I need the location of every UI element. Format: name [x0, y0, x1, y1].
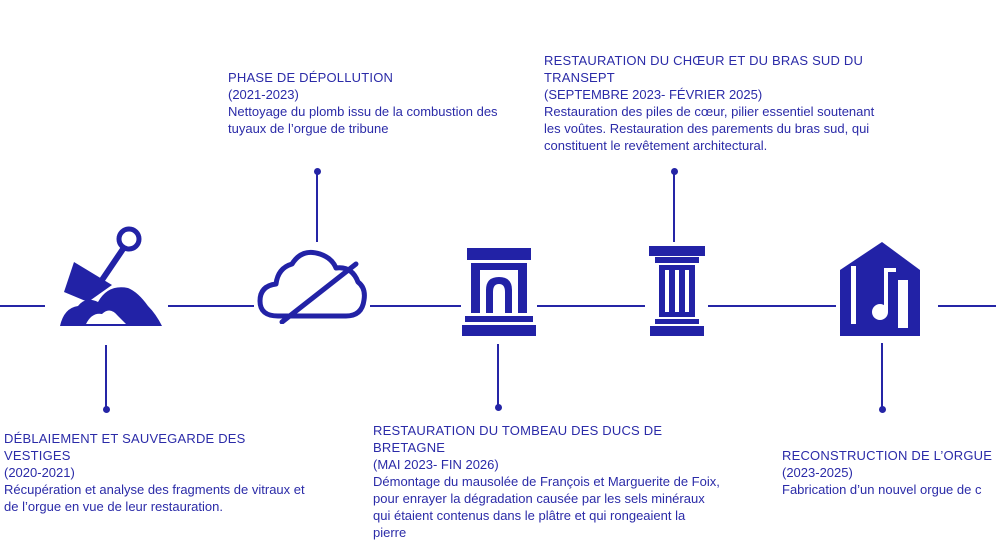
- milestone-description: Démontage du mausolée de François et Mar…: [373, 474, 720, 540]
- connector-dot-3: [494, 404, 502, 411]
- milestone-3-text: RESTAURATION DU TOMBEAU DES DUCS DE BRET…: [373, 422, 733, 541]
- timeline-segment: [0, 305, 45, 307]
- music-house-icon: [840, 242, 920, 336]
- milestone-5-text: RECONSTRUCTION DE L’ORGUE (2023-2025) Fa…: [782, 447, 996, 498]
- milestone-title: RESTAURATION DU TOMBEAU DES DUCS DE BRET…: [373, 423, 663, 455]
- connector-milestone-5: [881, 343, 883, 409]
- connector-dot-1: [102, 406, 110, 413]
- connector-milestone-2: [316, 172, 318, 242]
- milestone-4-text: RESTAURATION DU CHŒUR ET DU BRAS SUD DU …: [544, 52, 884, 154]
- timeline-segment: [938, 305, 996, 307]
- milestone-dates: (2020-2021): [4, 465, 75, 480]
- milestone-title: RESTAURATION DU CHŒUR ET DU BRAS SUD DU …: [544, 53, 864, 85]
- crossed-cloud-icon: [257, 249, 367, 324]
- connector-dot-2: [313, 168, 321, 175]
- milestone-dates: (SEPTEMBRE 2023- FÉVRIER 2025): [544, 87, 763, 102]
- milestone-title: DÉBLAIEMENT ET SAUVEGARDE DES VESTIGES: [4, 431, 246, 463]
- shovel-icon: [60, 226, 162, 326]
- milestone-dates: (2021-2023): [228, 87, 299, 102]
- milestone-1-text: DÉBLAIEMENT ET SAUVEGARDE DES VESTIGES (…: [4, 430, 314, 515]
- milestone-description: Fabrication d’un nouvel orgue de c: [782, 482, 982, 497]
- milestone-2-text: PHASE DE DÉPOLLUTION (2021-2023) Nettoya…: [228, 69, 508, 137]
- column-icon: [649, 246, 705, 336]
- timeline-segment: [537, 305, 645, 307]
- connector-milestone-1: [105, 345, 107, 409]
- connector-dot-5: [878, 406, 886, 413]
- timeline-segment: [370, 305, 461, 307]
- connector-milestone-3: [497, 344, 499, 407]
- milestone-description: Récupération et analyse des fragments de…: [4, 482, 305, 514]
- timeline-segment: [168, 305, 254, 307]
- connector-milestone-4: [673, 172, 675, 242]
- milestone-title: RECONSTRUCTION DE L’ORGUE: [782, 448, 993, 463]
- milestone-title: PHASE DE DÉPOLLUTION: [228, 70, 394, 85]
- milestone-description: Restauration des piles de cœur, pilier e…: [544, 104, 875, 153]
- tomb-icon: [462, 248, 536, 336]
- milestone-description: Nettoyage du plomb issu de la combustion…: [228, 104, 498, 136]
- milestone-dates: (MAI 2023- FIN 2026): [373, 457, 499, 472]
- milestone-dates: (2023-2025): [782, 465, 853, 480]
- connector-dot-4: [670, 168, 678, 175]
- timeline-segment: [708, 305, 836, 307]
